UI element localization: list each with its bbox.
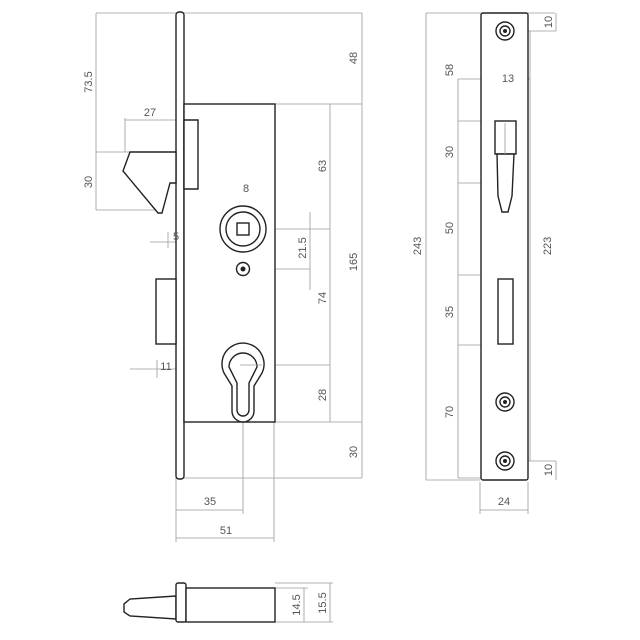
screw-bottom xyxy=(495,451,515,471)
bottom-case xyxy=(185,587,276,623)
dim-hook-height: 30 xyxy=(83,176,95,188)
dim-bolt-protrusion: 11 xyxy=(160,361,171,373)
dim-case-depth: 51 xyxy=(220,525,232,537)
dim-outer-height: 15.5 xyxy=(317,592,329,613)
dim-bolt-to-screw: 70 xyxy=(444,406,456,418)
side-view xyxy=(425,12,557,514)
dim-inner-height: 14.5 xyxy=(291,594,303,615)
dim-faceplate-width: 24 xyxy=(498,496,510,508)
bottom-view-dimension-lines xyxy=(275,582,333,623)
dim-latch-from-top: 58 xyxy=(444,64,456,76)
dim-hook-top: 73.5 xyxy=(83,71,95,92)
deadbolt xyxy=(155,278,177,345)
dim-screw-spacing: 223 xyxy=(542,237,554,255)
dim-body-height: 165 xyxy=(348,253,360,271)
dim-latch-width: 13 xyxy=(502,73,514,85)
dim-hook-tip: 5 xyxy=(173,231,179,243)
dim-latch-to-bolt: 50 xyxy=(444,222,456,234)
screw-middle xyxy=(495,392,515,412)
faceplate xyxy=(175,11,185,480)
screw-top xyxy=(495,21,515,41)
dim-screw-bottom: 10 xyxy=(543,464,555,476)
dim-cylinder-to-bottom: 28 xyxy=(317,389,329,401)
bottom-faceplate xyxy=(175,582,187,623)
latch-hook xyxy=(122,151,177,214)
spindle-hub xyxy=(219,205,267,253)
dim-face-bottom: 30 xyxy=(348,446,360,458)
spindle-square-hole xyxy=(236,222,250,236)
dimension-labels: 73.5 27 30 8 5 48 63 21.5 74 165 11 28 3… xyxy=(83,16,555,616)
bottom-latch-nose xyxy=(123,595,177,620)
dim-face-top: 48 xyxy=(348,52,360,64)
dim-latch-offset: 27 xyxy=(144,107,156,119)
dim-backset: 35 xyxy=(204,496,216,508)
dim-latch-height: 30 xyxy=(444,146,456,158)
dim-spindle-square: 8 xyxy=(243,183,249,195)
bottom-view xyxy=(123,582,333,623)
front-view xyxy=(95,11,363,542)
dim-spindle-to-pin: 21.5 xyxy=(297,237,309,258)
dim-screw-top: 10 xyxy=(543,16,555,28)
pin-hole xyxy=(235,261,251,277)
latch-housing xyxy=(183,119,199,190)
deadbolt-slot xyxy=(497,278,514,345)
dim-spindle-to-cylinder: 74 xyxy=(317,292,329,304)
dim-bolt-height: 35 xyxy=(444,306,456,318)
latch-slot xyxy=(494,120,517,213)
cylinder-inner-outline xyxy=(228,352,258,417)
dim-overall-length: 243 xyxy=(412,237,424,255)
dim-spindle-to-top: 63 xyxy=(317,160,329,172)
